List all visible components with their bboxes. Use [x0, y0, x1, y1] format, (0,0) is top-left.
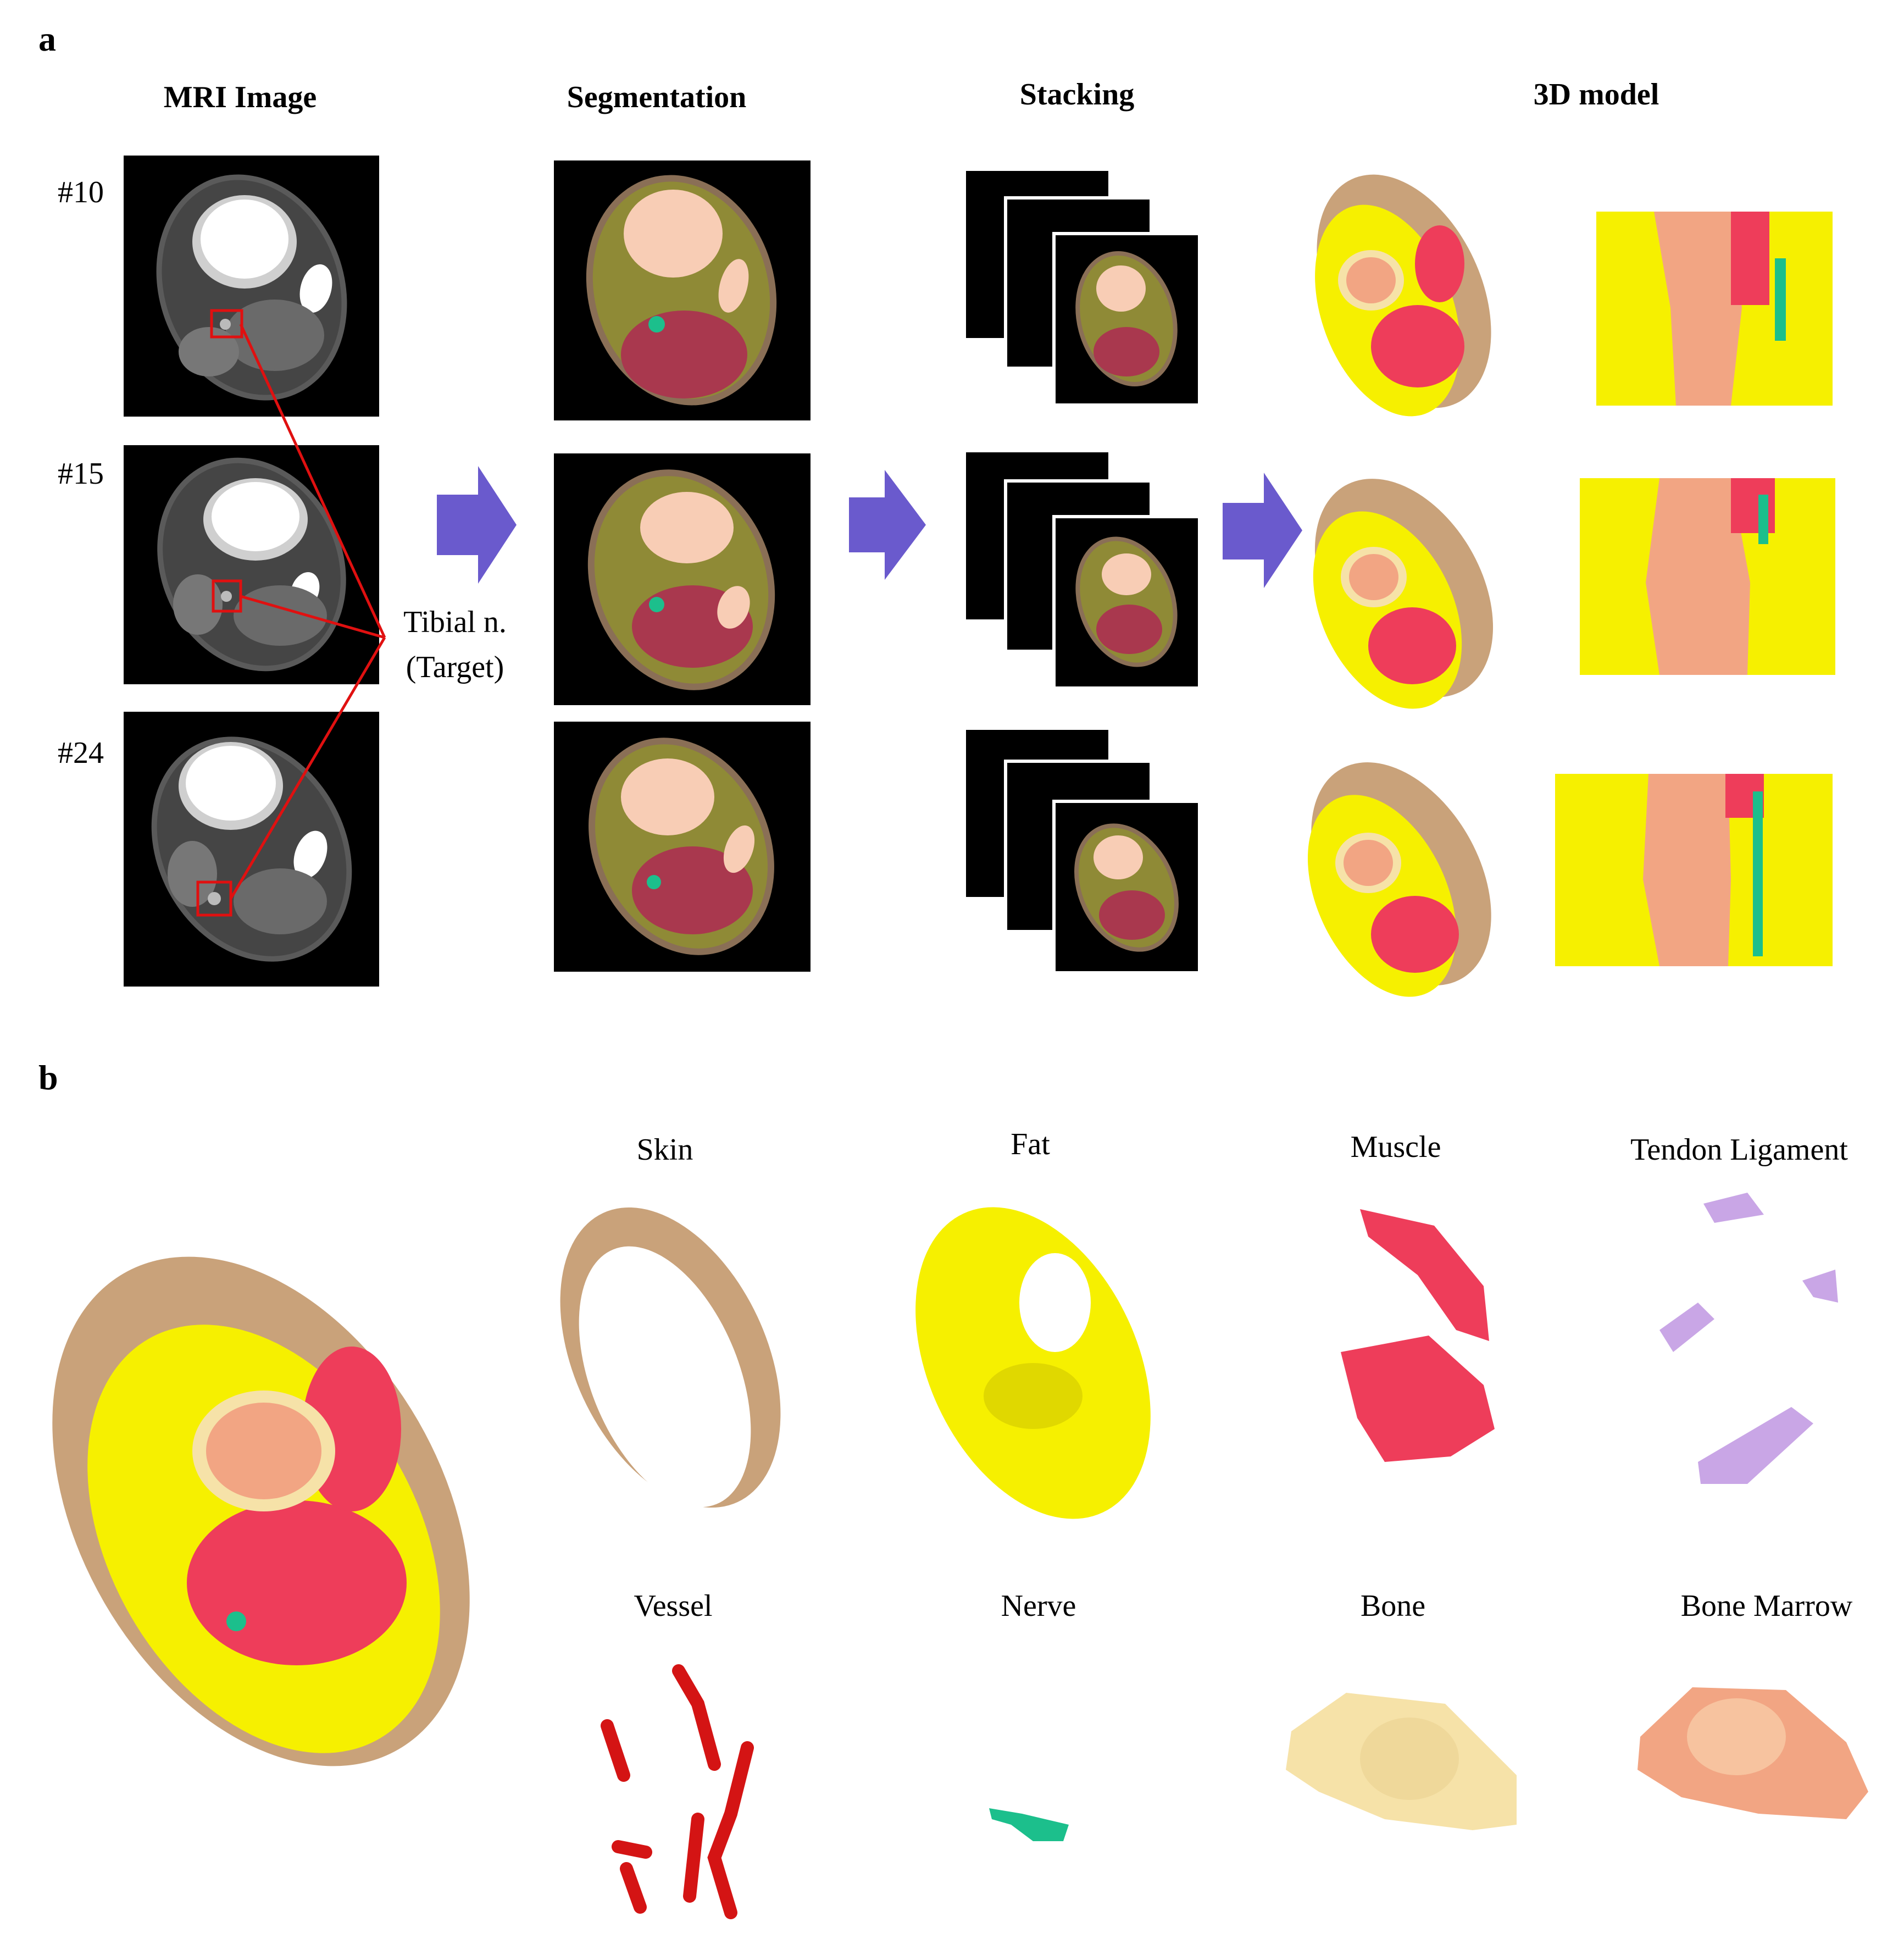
arrow-stacking-to-3d-model [1223, 473, 1302, 588]
tissue-label-bone: Bone [1361, 1589, 1425, 1623]
target-label-line1: Tibial n. [403, 605, 507, 639]
slice-label-24: #24 [58, 736, 104, 770]
slice-label-10: #10 [58, 175, 104, 209]
arrow-mri-to-segmentation [437, 466, 517, 584]
tissue-nerve-render [989, 1808, 1069, 1841]
target-pointer-lines [229, 323, 386, 900]
arrow-segmentation-to-stacking [849, 470, 926, 580]
target-label-line2: (Target) [406, 650, 504, 684]
tissue-fat-render [915, 1207, 1151, 1519]
segmentation-slice-24 [554, 722, 811, 972]
tissue-label-fat: Fat [1011, 1127, 1050, 1161]
column-title-stacking: Stacking [1020, 77, 1135, 112]
model-3d-longitudinal-24 [1555, 774, 1833, 966]
stacking-slice-10 [963, 168, 1201, 407]
tissue-muscle-render [1341, 1209, 1495, 1462]
tissue-vessel-render [601, 1664, 754, 1919]
tissue-label-tendon-ligament: Tendon Ligament [1630, 1133, 1848, 1167]
tissue-label-muscle: Muscle [1351, 1130, 1441, 1164]
tissue-label-nerve: Nerve [1001, 1589, 1076, 1623]
model-3d-longitudinal-10 [1596, 212, 1833, 406]
model-3d-cross-section-24 [1307, 762, 1491, 997]
tissue-tendon-ligament-render [1659, 1193, 1838, 1484]
model-3d-cross-section-10 [1315, 174, 1491, 417]
tissue-skin-render [560, 1207, 781, 1508]
model-3d-cross-section-15 [1313, 479, 1494, 709]
segmentation-slice-15 [554, 453, 811, 705]
panel-b-full-model [52, 1256, 470, 1766]
column-title-3d-model: 3D model [1534, 77, 1659, 112]
tissue-label-vessel: Vessel [634, 1589, 712, 1623]
segmentation-slice-10 [554, 160, 811, 420]
tissue-bone-marrow-render [1637, 1687, 1868, 1819]
stacking-slice-15 [963, 449, 1201, 690]
panel-b-label: b [38, 1058, 58, 1097]
slice-label-15: #15 [58, 457, 104, 491]
tissue-bone-render [1286, 1693, 1517, 1830]
mri-slice-10 [124, 156, 379, 417]
tissue-label-bone-marrow: Bone Marrow [1681, 1589, 1853, 1623]
panel-a-label: a [38, 19, 56, 58]
mri-slice-24 [124, 712, 379, 987]
model-3d-longitudinal-15 [1580, 478, 1835, 675]
column-title-mri: MRI Image [164, 80, 317, 114]
column-title-segmentation: Segmentation [567, 80, 747, 114]
stacking-slice-24 [963, 727, 1201, 974]
tissue-label-skin: Skin [637, 1133, 693, 1167]
mri-slice-15 [124, 445, 379, 684]
